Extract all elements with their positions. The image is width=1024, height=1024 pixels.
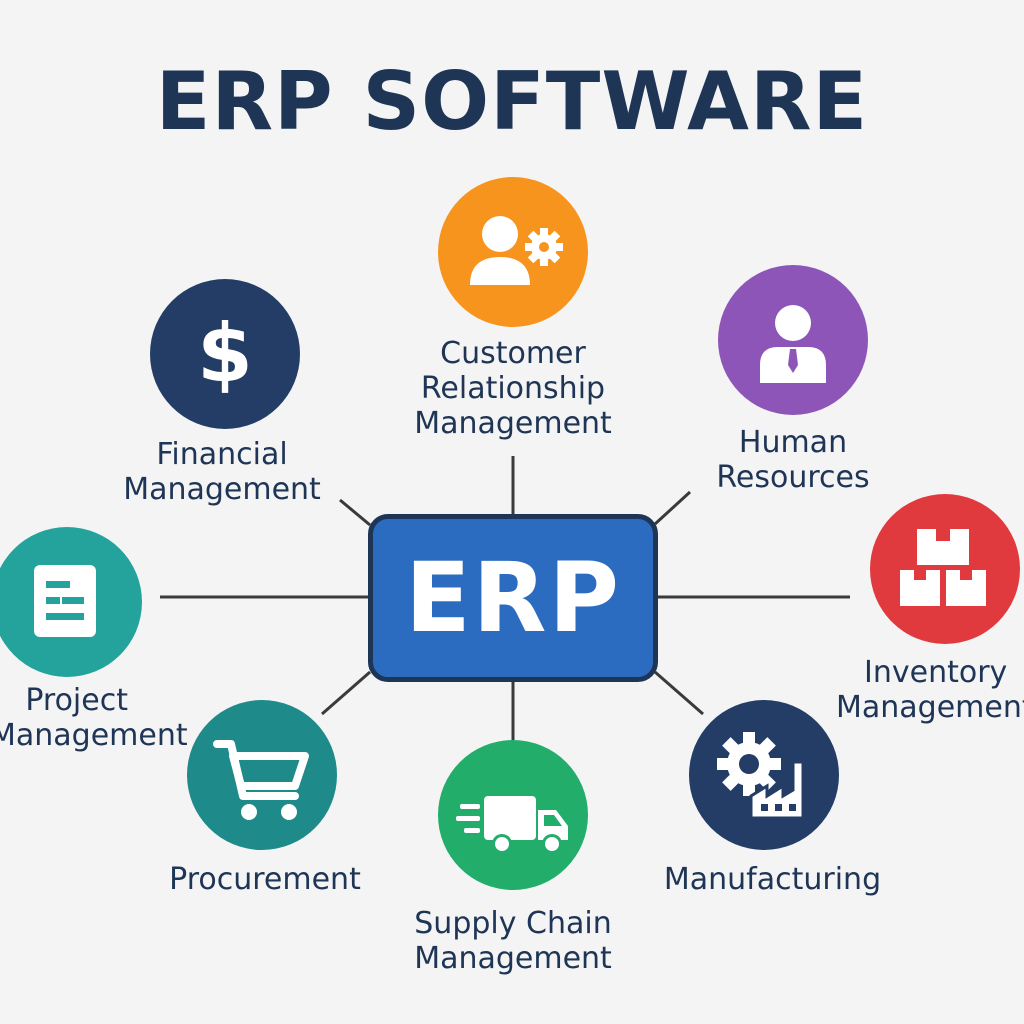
crm-icon-circle — [438, 177, 588, 327]
connector-hr — [653, 490, 692, 526]
connector-procurement — [321, 670, 371, 716]
supply-chain-icon-circle — [438, 740, 588, 890]
manufacturing-icon-circle — [689, 700, 839, 850]
inventory-label: Inventory Management — [836, 655, 1024, 725]
hub-label: ERP — [405, 542, 621, 654]
erp-hub: ERP — [368, 514, 658, 682]
financial-icon-circle: $ — [150, 279, 300, 429]
project-label: Project Management — [0, 683, 188, 753]
procurement-label: Procurement — [169, 862, 361, 897]
supply-chain-label: Supply Chain Management — [414, 906, 612, 976]
delivery-truck-icon — [456, 796, 568, 854]
svg-text:$: $ — [197, 307, 253, 400]
gear-factory-icon — [717, 732, 805, 820]
task-list-icon — [34, 565, 96, 637]
manufacturing-label: Manufacturing — [663, 862, 882, 897]
connector-financial — [339, 498, 371, 527]
inventory-icon-circle — [870, 494, 1020, 644]
employee-icon — [760, 305, 826, 383]
dollar-icon: $ — [197, 307, 253, 400]
hr-label: Human Resources — [716, 425, 870, 495]
user-gear-icon — [470, 216, 563, 285]
procurement-icon-circle — [187, 700, 337, 850]
boxes-icon — [900, 529, 986, 606]
page-title: ERP SOFTWARE — [155, 55, 869, 148]
crm-label: Customer Relationship Management — [414, 336, 612, 441]
shopping-cart-icon — [213, 740, 309, 820]
financial-label: Financial Management — [123, 437, 321, 507]
project-icon-circle — [0, 527, 142, 677]
hr-icon-circle — [718, 265, 868, 415]
connector-manufacturing — [654, 670, 704, 716]
